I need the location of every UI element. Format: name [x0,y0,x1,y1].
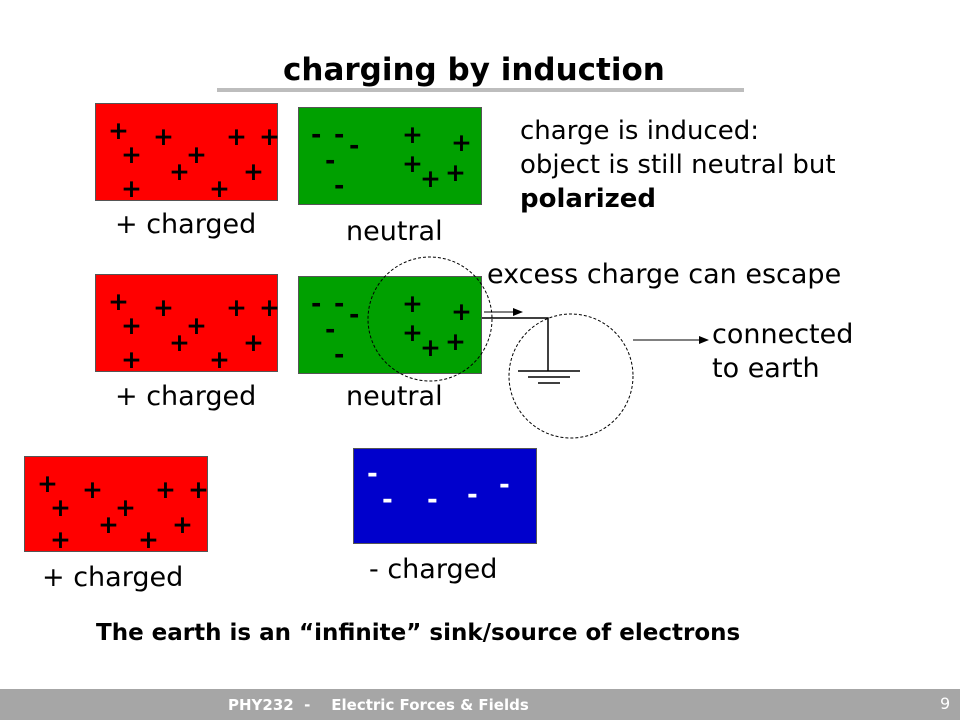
plus-sign: + [402,149,423,178]
plus-sign: + [402,120,423,149]
minus-sign: - [427,485,438,515]
positive-object-row3: + + + + + + + + + + [24,456,209,554]
earth-note-line1: connected [712,319,854,350]
label-negative-charged: - charged [369,554,498,585]
label-positive-charged: + charged [115,381,257,412]
minus-sign: - [349,131,360,160]
induced-note-bold: polarized [520,184,657,214]
plus-sign: + [50,493,71,522]
negative-object-row3: - - - - - [353,448,537,544]
minus-sign: - [334,171,345,200]
plus-sign: + [243,328,264,357]
plus-sign: + [155,475,176,504]
minus-sign: - [382,485,393,515]
plus-sign: + [169,328,190,357]
label-positive-charged: + charged [115,209,257,240]
plus-sign: + [259,122,280,151]
ground-wire [482,317,549,371]
plus-sign: + [243,157,264,186]
plus-sign: + [226,293,247,322]
page-number: 9 [940,694,951,713]
plus-sign: + [121,140,142,169]
plus-sign: + [153,122,174,151]
minus-sign: - [367,459,378,489]
earth-statement: The earth is an “infinite” sink/source o… [96,620,741,646]
minus-sign: - [311,289,322,318]
plus-sign: + [188,475,209,504]
slide-title: charging by induction [283,52,665,88]
plus-sign: + [153,293,174,322]
minus-sign: - [349,300,360,329]
plus-sign: + [82,475,103,504]
plus-sign: + [172,510,193,539]
plus-sign: + [451,128,472,157]
minus-sign: - [334,340,345,369]
plus-sign: + [420,333,441,362]
plus-sign: + [209,345,230,374]
plus-sign: + [186,311,207,340]
positive-object-row1: + + + + + + + + + + [95,103,280,203]
earth-note-line2: to earth [712,353,820,384]
footer-course: PHY232 - Electric Forces & Fields [228,696,529,714]
plus-sign: + [420,164,441,193]
minus-sign: - [499,470,510,500]
plus-sign: + [445,327,466,356]
plus-sign: + [98,510,119,539]
minus-sign: - [334,289,345,318]
plus-sign: + [169,157,190,186]
title-underline [217,88,744,92]
positive-object-row2: + + + + + + + + + + [95,274,280,374]
plus-sign: + [186,140,207,169]
escape-note: excess charge can escape [487,259,842,290]
zoom-circle-ground [508,313,634,439]
plus-sign: + [115,493,136,522]
plus-sign: + [402,289,423,318]
label-neutral: neutral [346,381,443,412]
plus-sign: + [259,293,280,322]
plus-sign: + [451,297,472,326]
induced-note-line1: charge is induced: [520,116,759,146]
neutral-object-row1: - - - - - + + + + + [298,107,482,205]
minus-sign: - [334,120,345,149]
plus-sign: + [108,287,129,316]
minus-sign: - [325,315,336,344]
plus-sign: + [209,174,230,203]
earth-note: connected to earth [712,318,853,386]
plus-sign: + [445,158,466,187]
label-neutral: neutral [346,216,443,247]
plus-sign: + [50,525,71,554]
induced-note-line2: object is still neutral but [520,150,836,180]
plus-sign: + [108,116,129,145]
footer-bar [0,689,960,720]
plus-sign: + [121,174,142,203]
plus-sign: + [121,311,142,340]
minus-sign: - [467,480,478,510]
minus-sign: - [311,120,322,149]
neutral-object-row2: - - - - - + + + + + [298,276,482,374]
plus-sign: + [226,122,247,151]
plus-sign: + [121,345,142,374]
minus-sign: - [325,146,336,175]
label-positive-charged: + charged [42,562,184,593]
induced-note: charge is induced: object is still neutr… [520,114,836,216]
plus-sign: + [37,469,58,498]
plus-sign: + [138,525,159,554]
